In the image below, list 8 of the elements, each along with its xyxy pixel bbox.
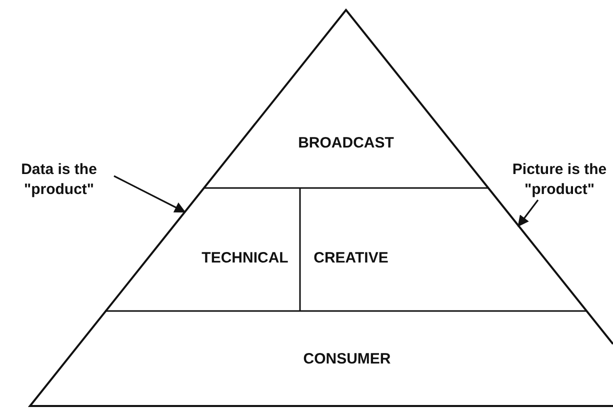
section-label: CREATIVE [314, 250, 388, 266]
side-note: Data is the "product" [4, 160, 114, 200]
arrow [114, 175, 186, 213]
section-label: TECHNICAL [202, 250, 288, 266]
section-label: CONSUMER [303, 350, 391, 368]
side-note: Picture is the "product" [506, 160, 613, 200]
arrow [518, 200, 539, 227]
section-label: BROADCAST [298, 134, 394, 152]
